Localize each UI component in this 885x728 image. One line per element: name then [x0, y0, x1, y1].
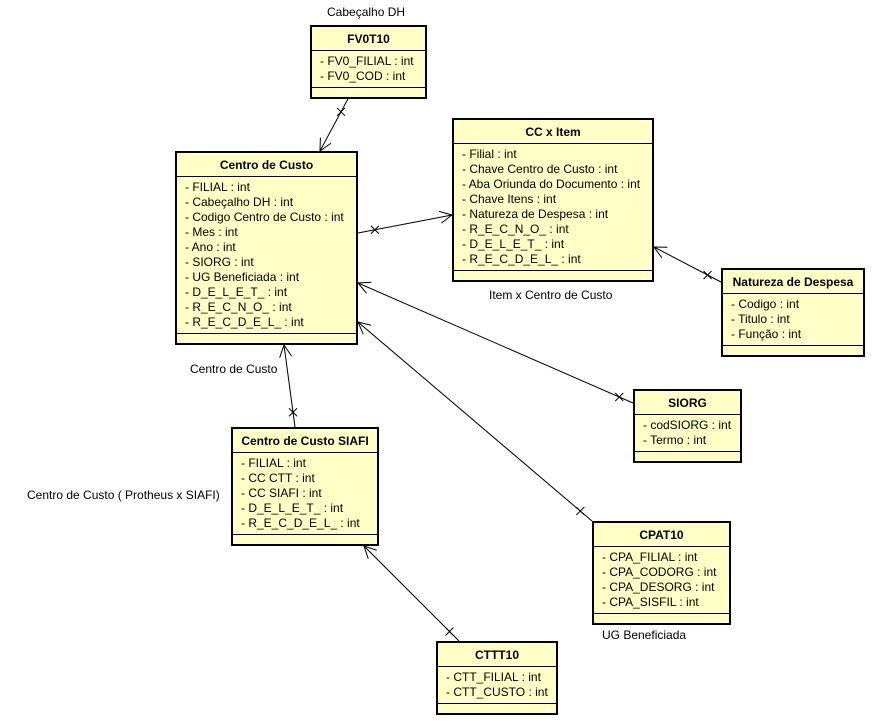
attribute: - Mes : int	[185, 225, 238, 239]
attribute: - Codigo Centro de Custo : int	[185, 210, 344, 224]
attribute-list: - FILIAL : int- CC CTT : int- CC SIAFI :…	[233, 453, 377, 535]
association-line	[357, 282, 634, 404]
association-cc_siafi-centro_custo[interactable]	[279, 343, 298, 428]
class-siorg[interactable]: SIORG- codSIORG : int- Termo : int	[633, 389, 742, 463]
attribute: - Filial : int	[462, 147, 517, 161]
attribute: - R_E_C_D_E_L_ : int	[241, 516, 360, 530]
attribute: - Termo : int	[643, 433, 707, 447]
attribute: - CTT_CUSTO : int	[446, 685, 548, 699]
attribute: - FILIAL : int	[241, 456, 306, 470]
association-natureza-cc_item[interactable]	[653, 246, 722, 283]
association-line	[283, 344, 296, 428]
class-name: Centro de Custo SIAFI	[233, 429, 377, 453]
attribute: - R_E_C_N_O_ : int	[185, 300, 292, 314]
non-navigable-x-icon	[370, 225, 380, 235]
association-line	[357, 214, 453, 234]
class-fv0t10[interactable]: FV0T10- FV0_FILIAL : int- FV0_COD : int	[310, 25, 427, 99]
label-item-x-centro-de-custo: Item x Centro de Custo	[489, 288, 613, 302]
association-centro_custo-cc_item[interactable]	[357, 210, 454, 235]
label-cabecalho-dh: Cabeçalho DH	[327, 5, 406, 19]
attribute: - FILIAL : int	[185, 180, 250, 194]
non-navigable-x-icon	[575, 506, 585, 516]
label-centro-de-custo-protheus-siafi: Centro de Custo ( Protheus x SIAFI)	[27, 488, 220, 502]
class-cttt10[interactable]: CTTT10- CTT_FILIAL : int- CTT_CUSTO : in…	[436, 641, 558, 715]
class-name: CC x Item	[454, 120, 652, 144]
operations-compartment	[723, 346, 863, 355]
attribute: - codSIORG : int	[643, 418, 732, 432]
class-cc-x-item[interactable]: CC x Item- Filial : int- Chave Centro de…	[452, 118, 654, 282]
attribute: - SIORG : int	[185, 255, 254, 269]
attribute: - CPA_CODORG : int	[602, 565, 717, 579]
operations-compartment	[594, 614, 729, 623]
non-navigable-x-icon	[445, 627, 454, 636]
attribute: - Função : int	[731, 327, 802, 341]
class-name: CTTT10	[438, 643, 556, 667]
association-line	[363, 545, 460, 642]
attribute: - FV0_FILIAL : int	[320, 54, 414, 68]
association-siorg-centro_custo[interactable]	[356, 281, 634, 404]
non-navigable-x-icon	[288, 407, 298, 417]
attribute-list: - FILIAL : int- Cabeçalho DH : int- Codi…	[177, 177, 356, 334]
attribute: - Aba Oriunda do Documento : int	[462, 177, 641, 191]
attribute: - Cabeçalho DH : int	[185, 195, 294, 209]
attribute: - D_E_L_E_T_ : int	[185, 285, 288, 299]
attribute: - Natureza de Despesa : int	[462, 207, 609, 221]
class-name: CPAT10	[594, 523, 729, 547]
navigable-arrow-icon	[356, 281, 372, 294]
label-ug-beneficiada: UG Beneficiada	[602, 628, 687, 642]
attribute-list: - CPA_FILIAL : int- CPA_CODORG : int- CP…	[594, 547, 729, 614]
attribute: - Chave Centro de Custo : int	[462, 162, 618, 176]
association-line	[357, 321, 593, 522]
class-name: Centro de Custo	[177, 153, 356, 177]
attribute: - R_E_C_D_E_L_ : int	[185, 315, 304, 329]
attribute: - CPA_FILIAL : int	[602, 550, 698, 564]
operations-compartment	[635, 452, 740, 461]
attribute-list: - codSIORG : int- Termo : int	[635, 415, 740, 452]
class-name: FV0T10	[312, 27, 425, 51]
attribute: - Chave Itens : int	[462, 192, 557, 206]
attribute: - D_E_L_E_T_ : int	[462, 237, 565, 251]
attribute: - D_E_L_E_T_ : int	[241, 501, 344, 515]
association-cttt10-cc_siafi[interactable]	[363, 545, 460, 642]
attribute: - CTT_FILIAL : int	[446, 670, 541, 684]
attribute: - CC SIAFI : int	[241, 486, 322, 500]
attribute-list: - FV0_FILIAL : int- FV0_COD : int	[312, 51, 425, 88]
class-centro-de-custo[interactable]: Centro de Custo- FILIAL : int- Cabeçalho…	[175, 151, 358, 345]
attribute: - R_E_C_N_O_ : int	[462, 222, 569, 236]
class-centro-de-custo-siafi[interactable]: Centro de Custo SIAFI- FILIAL : int- CC …	[231, 427, 379, 546]
attribute: - FV0_COD : int	[320, 69, 406, 83]
non-navigable-x-icon	[336, 107, 346, 117]
navigable-arrow-icon	[279, 343, 292, 358]
navigable-arrow-icon	[363, 545, 377, 559]
operations-compartment	[233, 535, 377, 544]
attribute: - CC CTT : int	[241, 471, 315, 485]
attribute-list: - CTT_FILIAL : int- CTT_CUSTO : int	[438, 667, 556, 704]
navigable-arrow-icon	[653, 246, 668, 259]
operations-compartment	[312, 88, 425, 97]
association-line	[319, 94, 351, 152]
class-name: Natureza de Despesa	[723, 270, 863, 294]
attribute: - Ano : int	[185, 240, 236, 254]
non-navigable-x-icon	[614, 392, 624, 402]
label-centro-de-custo: Centro de Custo	[190, 362, 278, 376]
class-name: SIORG	[635, 391, 740, 415]
attribute-list: - Codigo : int- Titulo : int- Função : i…	[723, 294, 863, 346]
association-line	[653, 246, 722, 283]
class-cpat10[interactable]: CPAT10- CPA_FILIAL : int- CPA_CODORG : i…	[592, 521, 731, 625]
attribute: - Codigo : int	[731, 297, 800, 311]
operations-compartment	[454, 271, 652, 280]
attribute: - UG Beneficiada : int	[185, 270, 300, 284]
non-navigable-x-icon	[703, 270, 712, 280]
attribute: - CPA_SISFIL : int	[602, 595, 699, 609]
association-cpat10-centro_custo[interactable]	[357, 321, 593, 522]
association-fv0t10-centro_custo[interactable]	[319, 94, 351, 152]
operations-compartment	[438, 704, 556, 713]
class-natureza-de-despesa[interactable]: Natureza de Despesa- Codigo : int- Titul…	[721, 268, 865, 357]
operations-compartment	[177, 334, 356, 343]
attribute: - Titulo : int	[731, 312, 790, 326]
attribute: - R_E_C_D_E_L_ : int	[462, 252, 581, 266]
attribute-list: - Filial : int- Chave Centro de Custo : …	[454, 144, 652, 271]
attribute: - CPA_DESORG : int	[602, 580, 715, 594]
navigable-arrow-icon	[357, 321, 372, 335]
